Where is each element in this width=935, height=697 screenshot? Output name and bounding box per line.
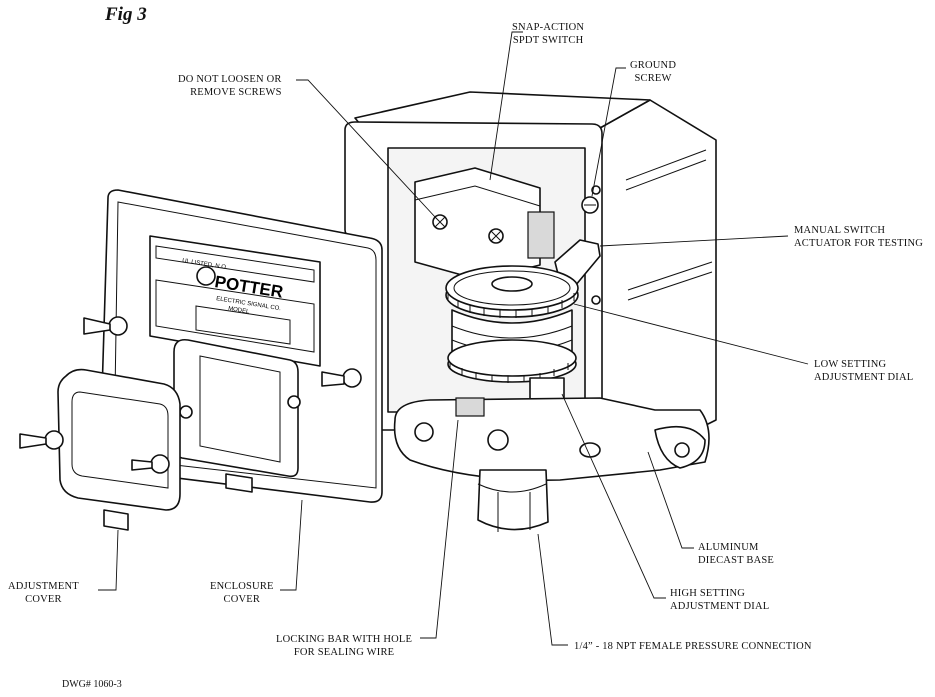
label-adjustment-cover: ADJUSTMENT COVER (8, 581, 79, 605)
label-locking-bar: LOCKING BAR WITH HOLE FOR SEALING WIRE (276, 634, 413, 658)
nameplate-line3: MODEL (228, 306, 251, 315)
label-enclosure-cover: ENCLOSURE COVER (210, 581, 274, 605)
snap-action-switch (414, 167, 555, 281)
label-snap-action-switch: SNAP-ACTION SPDT SWITCH (512, 22, 585, 46)
leader-lines (98, 31, 809, 646)
label-manual-switch-actuator: MANUAL SWITCH ACTUATOR FOR TESTING (794, 225, 924, 249)
label-aluminum-base: ALUMINUM DIECAST BASE (698, 542, 775, 566)
label-pressure-connection: 1/4” - 18 NPT FEMALE PRESSURE CONNECTION (574, 641, 812, 652)
label-do-not-loosen: DO NOT LOOSEN OR REMOVE SCREWS (178, 74, 282, 98)
label-high-setting-dial: HIGH SETTING ADJUSTMENT DIAL (670, 588, 770, 612)
low-setting-dial (445, 265, 579, 318)
drawing-number: DWG# 1060-3 (62, 679, 122, 690)
high-setting-dial (447, 339, 577, 401)
adjustment-cover (19, 368, 181, 531)
label-ground-screw: GROUND SCREW (630, 60, 677, 84)
ground-screw-icon (581, 196, 599, 214)
pressure-connection (477, 469, 549, 532)
figure-title: Fig 3 (105, 4, 147, 25)
diecast-base (393, 397, 710, 481)
label-low-setting-dial: LOW SETTING ADJUSTMENT DIAL (814, 359, 914, 383)
